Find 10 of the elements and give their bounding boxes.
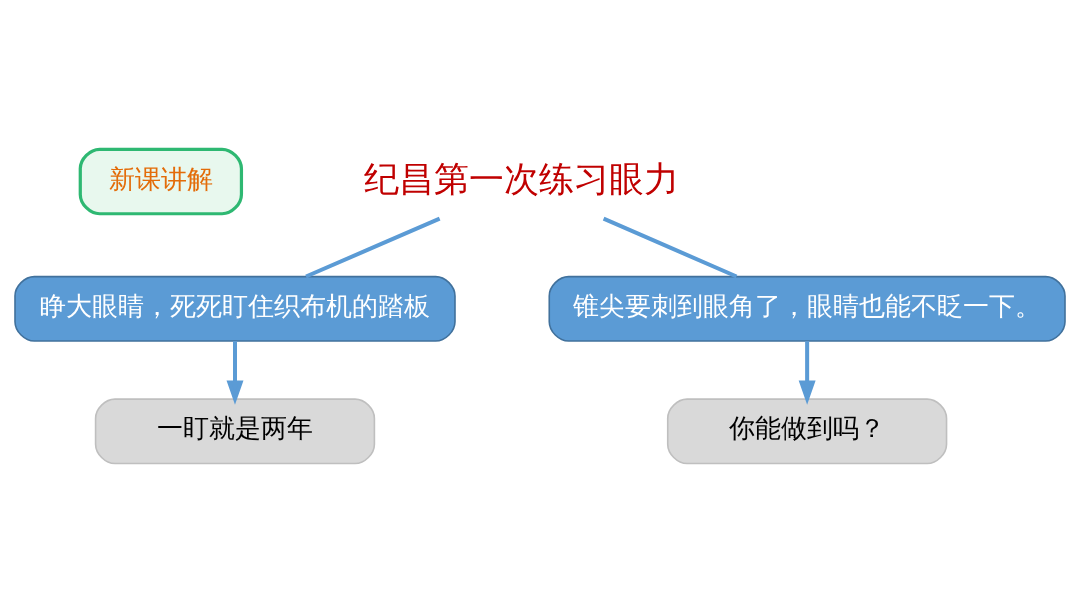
connector [602,216,738,279]
node-box: 锥尖要刺到眼角了，眼睛也能不眨一下。 [548,275,1066,342]
node-box: 一盯就是两年 [94,398,376,465]
connector [305,216,441,279]
arrow [798,341,816,405]
arrow [226,341,244,405]
node-box: 你能做到吗？ [666,398,948,465]
node-box: 睁大眼睛，死死盯住织布机的踏板 [14,275,456,342]
node-text: 纪昌第一次练习眼力 [364,157,680,199]
node-box: 新课讲解 [78,147,244,216]
